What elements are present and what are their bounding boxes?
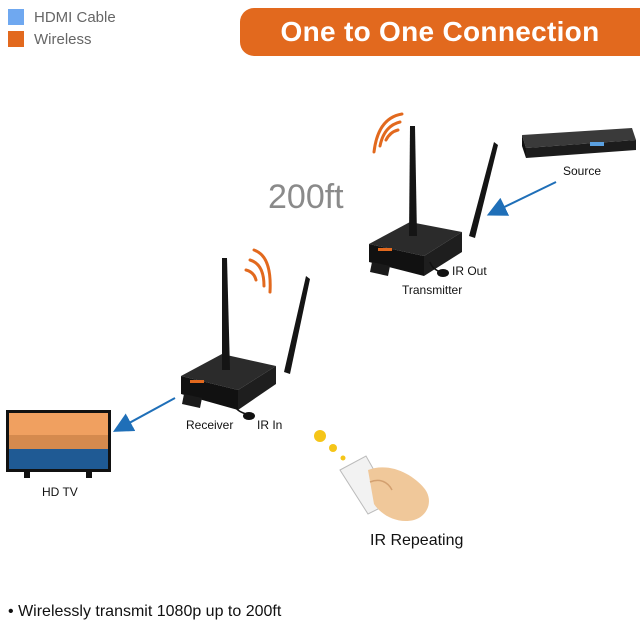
title-banner: One to One Connection — [240, 8, 640, 56]
hdmi-cable-swatch — [8, 9, 24, 25]
banner-title: One to One Connection — [280, 16, 600, 47]
legend-label: Wireless — [34, 30, 92, 48]
legend-label: HDMI Cable — [34, 8, 116, 26]
hd-tv-label: HD TV — [42, 485, 78, 499]
source-player-icon — [522, 128, 636, 158]
source-label: Source — [563, 164, 602, 178]
wireless-signal-icon — [372, 112, 404, 154]
ir-out-label: IR Out — [452, 264, 487, 278]
ir-repeating-label: IR Repeating — [370, 532, 464, 549]
legend-item-wireless: Wireless — [8, 28, 116, 50]
receiver-label: Receiver — [186, 418, 234, 432]
wireless-signal-icon — [244, 248, 272, 294]
feature-text: Wirelessly transmit 1080p up to 200ft — [18, 603, 282, 620]
wireless-swatch — [8, 31, 24, 47]
distance-label: 200ft — [268, 178, 344, 216]
bullet-marker: • — [8, 603, 14, 620]
remote-hand-icon — [339, 455, 429, 522]
ir-in-label: IR In — [257, 418, 283, 432]
legend: HDMI Cable Wireless — [8, 6, 116, 50]
hd-tv-icon — [6, 410, 111, 478]
ir-signal-icon — [314, 430, 346, 461]
receiver-device — [181, 258, 310, 420]
feature-bullet: • Wirelessly transmit 1080p up to 200ft — [8, 603, 281, 621]
hdmi-arrow-tv — [112, 397, 176, 432]
legend-item-hdmi: HDMI Cable — [8, 6, 116, 28]
transmitter-device — [369, 126, 498, 277]
transmitter-label: Transmitter — [402, 283, 463, 297]
hdmi-arrow-source — [486, 181, 557, 216]
